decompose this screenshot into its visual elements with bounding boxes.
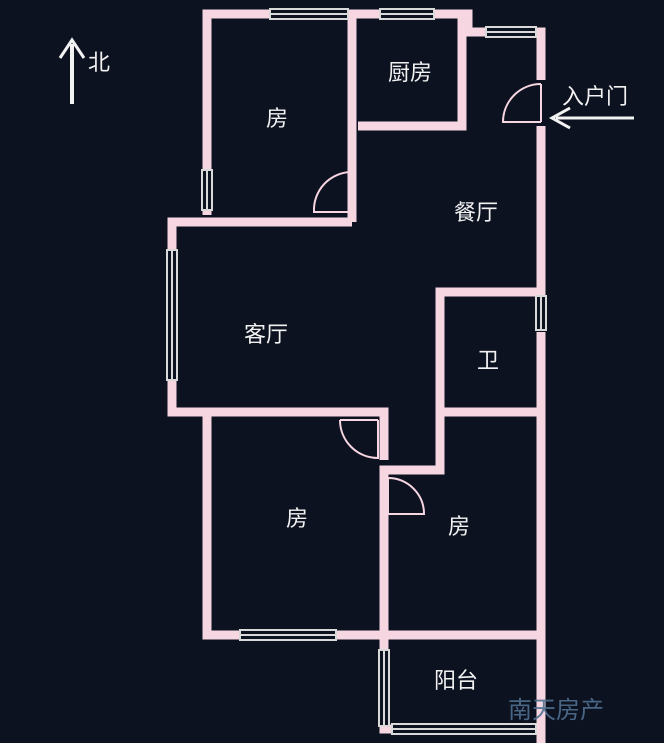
label-bedroom-southwest: 房 xyxy=(286,507,308,532)
door-bedroom-se xyxy=(387,477,426,515)
label-living: 客厅 xyxy=(244,323,288,348)
compass-label: 北 xyxy=(88,51,110,76)
label-dining: 餐厅 xyxy=(454,201,498,226)
watermark: 南天房产 xyxy=(508,696,604,724)
entrance-marker: 入户门 xyxy=(548,85,634,130)
windows xyxy=(166,8,547,735)
label-kitchen: 厨房 xyxy=(388,61,432,86)
wall-corridor xyxy=(379,412,445,635)
walls xyxy=(167,9,546,743)
doors xyxy=(312,83,542,515)
label-bathroom: 卫 xyxy=(477,349,499,374)
label-balcony: 阳台 xyxy=(434,669,478,694)
room-labels: 房 厨房 餐厅 客厅 卫 房 房 阳台 xyxy=(244,61,499,694)
wall-living-south xyxy=(207,407,389,460)
door-bedroom-sw xyxy=(339,419,379,460)
label-bedroom-north: 房 xyxy=(266,107,288,132)
door-north-bedroom xyxy=(312,170,353,213)
entrance-label: 入户门 xyxy=(562,85,628,110)
entrance-arrow-head xyxy=(548,106,571,130)
north-arrow-head xyxy=(58,37,86,59)
label-bedroom-southeast: 房 xyxy=(448,515,470,540)
north-arrow: 北 xyxy=(58,37,110,104)
door-entrance xyxy=(501,83,542,123)
wall-east-upper xyxy=(480,27,546,80)
